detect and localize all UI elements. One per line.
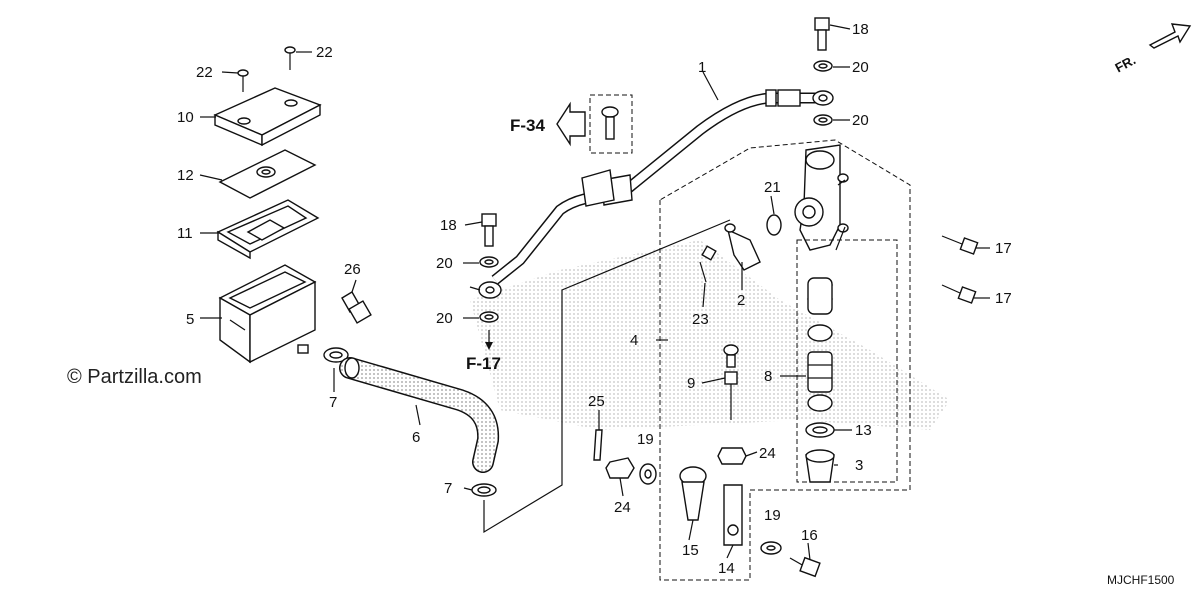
washer-20-c — [479, 256, 499, 268]
plate-12 — [218, 149, 317, 199]
bolt-18-lower — [481, 213, 497, 247]
nut-24-left — [605, 457, 635, 479]
callout-22-right: 22 — [316, 44, 333, 61]
boot-3 — [805, 449, 835, 483]
callout-5: 5 — [186, 311, 194, 328]
callout-2: 2 — [737, 292, 745, 309]
diaphragm-11 — [216, 199, 320, 260]
master-cylinder-body — [794, 144, 849, 251]
clip-7-lower — [471, 483, 497, 497]
hose-6 — [339, 357, 500, 473]
bolt-16 — [789, 556, 821, 578]
callout-20-a: 20 — [852, 59, 869, 76]
reservoir-5 — [218, 264, 317, 364]
callout-10: 10 — [177, 109, 194, 126]
washer-19-right — [760, 541, 782, 555]
seal — [807, 394, 833, 412]
leader-lines — [199, 24, 990, 561]
callout-18-upper: 18 — [852, 21, 869, 38]
ref-f17: F-17 — [466, 354, 501, 373]
callout-26: 26 — [344, 261, 361, 278]
front-direction-arrow — [1148, 23, 1192, 49]
f34-reference-box — [556, 94, 633, 154]
callout-25: 25 — [588, 393, 605, 410]
bolt-17-lower — [941, 284, 977, 304]
ref-f34: F-34 — [510, 116, 546, 135]
spring — [806, 277, 834, 315]
callout-20-d: 20 — [436, 310, 453, 327]
callout-17-upper: 17 — [995, 240, 1012, 257]
callout-22-left: 22 — [196, 64, 213, 81]
leader-hose-to-cylinder — [483, 219, 731, 534]
banjo-lower — [469, 281, 502, 299]
reservoir-cap-10 — [213, 87, 322, 147]
rod-end-14 — [723, 484, 743, 546]
callout-18-lower: 18 — [440, 217, 457, 234]
piston-kit-outline-8 — [796, 239, 898, 483]
piston — [807, 351, 833, 393]
callout-11: 11 — [177, 225, 193, 242]
clip-7-upper — [323, 347, 349, 363]
callout-23: 23 — [692, 311, 709, 328]
watermark-logo — [470, 240, 950, 430]
callout-24-right: 24 — [759, 445, 776, 462]
washer-20-b — [813, 114, 833, 126]
callout-20-c: 20 — [436, 255, 453, 272]
callout-24-left: 24 — [614, 499, 631, 516]
nut-24-right — [717, 447, 747, 465]
callout-6: 6 — [412, 429, 420, 446]
pushrod-2 — [724, 223, 761, 271]
joint-15 — [679, 466, 707, 521]
bolt-18-upper — [814, 17, 830, 51]
washer-20-a — [813, 60, 833, 72]
callout-3: 3 — [855, 457, 863, 474]
copyright-text: © Partzilla.com — [67, 366, 202, 388]
callout-12: 12 — [177, 167, 194, 184]
bolt-17-upper — [941, 235, 979, 255]
screw-22-right — [284, 46, 296, 70]
callout-4: 4 — [630, 332, 638, 349]
front-label: FR. — [1113, 52, 1139, 75]
callout-8: 8 — [764, 368, 772, 385]
callout-14: 14 — [718, 560, 735, 577]
brake-hose-1 — [491, 89, 820, 285]
diagram-code: MJCHF1500 — [1107, 573, 1175, 587]
circlip-13 — [805, 422, 835, 438]
rod-joint-9 — [723, 344, 739, 420]
callout-20-b: 20 — [852, 112, 869, 129]
banjo-upper — [812, 90, 834, 106]
callout-7-lower: 7 — [444, 480, 452, 497]
cylinder-group-outline-4 — [659, 139, 911, 581]
bolt-26 — [341, 291, 372, 324]
callout-17-lower: 17 — [995, 290, 1012, 307]
callout-16: 16 — [801, 527, 818, 544]
callout-7-upper: 7 — [329, 394, 337, 411]
screw-22-left — [237, 69, 249, 92]
cup — [807, 324, 833, 342]
callout-19-right: 19 — [764, 507, 781, 524]
callout-9: 9 — [687, 375, 695, 392]
callout-21: 21 — [764, 179, 781, 196]
washer-19-left — [639, 463, 657, 485]
oring-21 — [766, 214, 782, 236]
bolt-23 — [699, 245, 717, 283]
callout-15: 15 — [682, 542, 699, 559]
cotter-pin-25 — [593, 429, 603, 461]
washer-20-d — [479, 311, 499, 323]
callout-19-left: 19 — [637, 431, 654, 448]
callout-1: 1 — [698, 59, 706, 76]
callout-13: 13 — [855, 422, 872, 439]
